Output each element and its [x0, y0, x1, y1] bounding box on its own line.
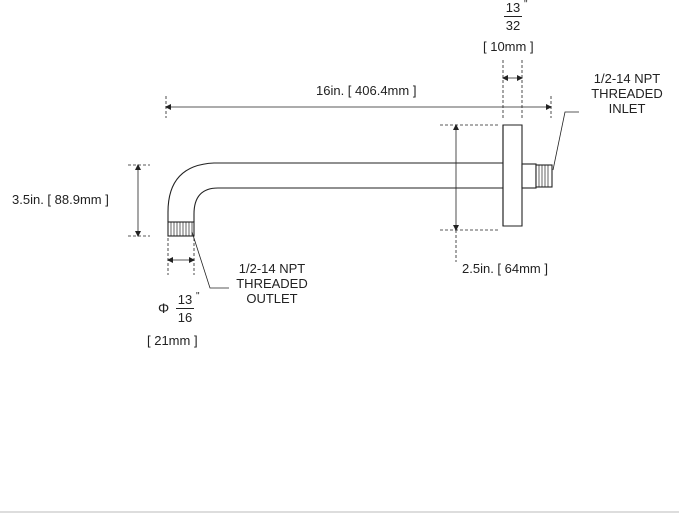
height-label: 3.5in. [ 88.9mm ] — [12, 192, 109, 207]
thickness-fraction: 13 32 " — [502, 0, 542, 36]
inch-mark: " — [524, 0, 528, 10]
thickness-denominator: 32 — [505, 18, 521, 33]
inlet-callout: 1/2-14 NPT THREADED INLET — [582, 71, 672, 116]
outlet-fraction: 13 16 " — [174, 291, 214, 328]
inlet-line-1: 1/2-14 NPT — [593, 71, 661, 86]
length-label: 16in. [ 406.4mm ] — [316, 83, 417, 98]
thickness-metric: [ 10mm ] — [483, 39, 534, 54]
outlet-denominator: 16 — [177, 310, 193, 325]
outlet-thread-lines — [170, 222, 193, 236]
thickness-numerator: 13 — [505, 0, 521, 15]
outlet-line-1: 1/2-14 NPT — [238, 261, 306, 276]
inlet-threads — [535, 164, 553, 188]
arm-inner-edge — [193, 187, 505, 222]
arm-outer-edge — [167, 162, 505, 222]
inlet-line-3: INLET — [608, 101, 646, 116]
outlet-callout: 1/2-14 NPT THREADED OUTLET — [224, 261, 320, 306]
inlet-leader — [552, 111, 579, 171]
fraction-bar — [504, 16, 522, 17]
diameter-symbol: Φ — [158, 300, 170, 316]
dimension-lines — [128, 60, 579, 289]
outlet-numerator: 13 — [177, 292, 193, 307]
outlet-metric: [ 21mm ] — [147, 333, 198, 348]
flange-diameter-label: 2.5in. [ 64mm ] — [462, 261, 548, 276]
inlet-thread-lines — [538, 165, 549, 187]
inlet-line-2: THREADED — [591, 86, 663, 101]
outlet-threads — [167, 221, 195, 237]
inch-mark: " — [196, 291, 200, 302]
inlet-nipple — [521, 163, 537, 189]
wall-flange — [502, 124, 523, 227]
outlet-leader — [191, 231, 229, 289]
fraction-bar — [176, 308, 194, 309]
outlet-line-3: OUTLET — [246, 291, 298, 306]
shower-arm — [167, 124, 553, 237]
outlet-line-2: THREADED — [236, 276, 308, 291]
